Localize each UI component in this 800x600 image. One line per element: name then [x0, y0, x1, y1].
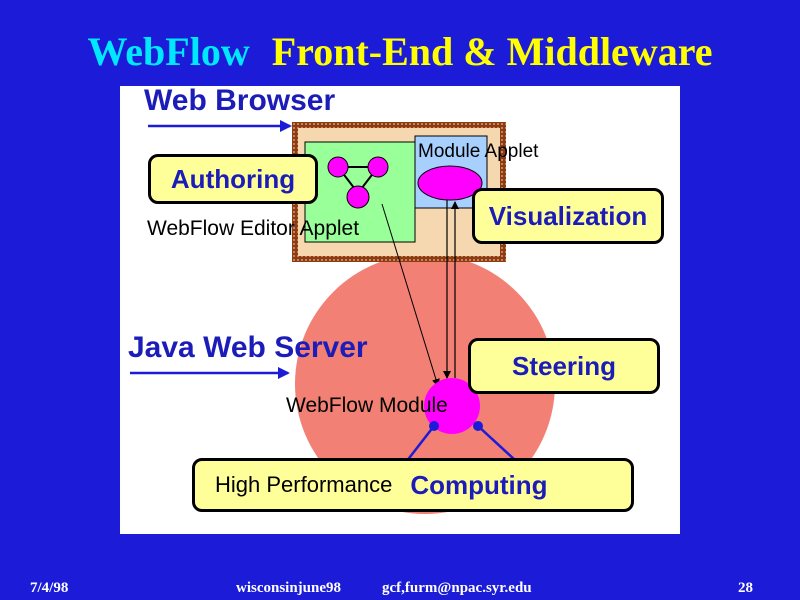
module-applet-ellipse [417, 165, 483, 201]
authoring-box: Authoring [148, 154, 318, 204]
title-front-end-middleware: Front-End & Middleware [271, 29, 713, 74]
module-applet-label: Module Applet [418, 141, 539, 162]
web-browser-label: Web Browser [144, 84, 336, 117]
editor-to-module-line [381, 203, 440, 387]
visualization-box: Visualization [472, 188, 664, 244]
slide-title: WebFlow Front-End & Middleware [0, 28, 800, 75]
footer-date: 7/4/98 [30, 580, 69, 596]
java-web-server-label: Java Web Server [128, 331, 368, 364]
computing-box: High Performance Computing [192, 458, 634, 512]
diagram-panel: Web Browser Module Applet WebFlow Editor… [120, 84, 680, 534]
editor-applet-label: WebFlow Editor Applet [147, 217, 360, 240]
steering-box: Steering [468, 338, 660, 394]
java-server-circle [295, 254, 555, 514]
editor-node [346, 185, 370, 209]
title-webflow: WebFlow [87, 29, 250, 74]
footer-source: wisconsinjune98 [236, 580, 342, 596]
editor-node [367, 156, 389, 178]
footer-email: gcf,furm@npac.syr.edu [382, 580, 532, 596]
webflow-module-node [424, 378, 480, 434]
architecture-diagram [130, 120, 567, 514]
footer-page-number: 28 [738, 580, 753, 596]
high-performance-label: High Performance [215, 472, 393, 497]
editor-node [327, 156, 349, 178]
webflow-module-label: WebFlow Module [286, 394, 448, 417]
computing-label: Computing [410, 469, 548, 500]
